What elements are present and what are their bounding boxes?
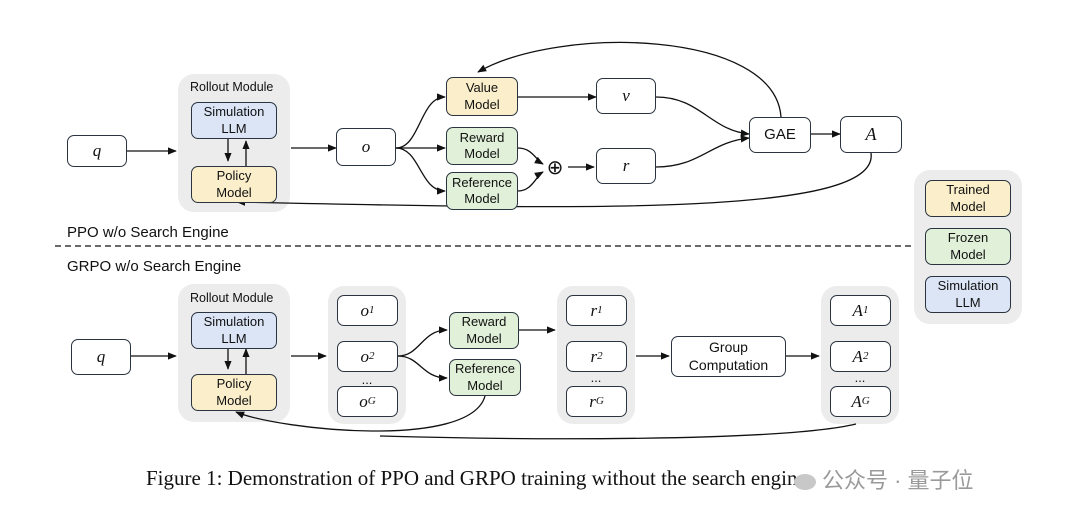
grpo-simulation-llm-box: Simulation LLM [191, 312, 277, 349]
ppo-o-to-value-arrow [395, 93, 446, 149]
grpo-o2-to-reference-arrow [397, 355, 448, 382]
ppo-v-to-gae-arrow [655, 96, 750, 137]
ppo-o-to-reference-arrow [395, 147, 446, 195]
ppo-policy-model-box: Policy Model [191, 166, 277, 203]
grpo-r-ellipsis: ... [590, 370, 602, 385]
grpo-rollout-title: Rollout Module [190, 291, 274, 305]
grpo-q-box: q [71, 339, 131, 375]
ppo-r-to-gae-arrow [655, 135, 750, 168]
grpo-o-ellipsis: ... [361, 372, 373, 387]
ppo-r-box: r [596, 148, 656, 184]
ppo-oplus-symbol: ⊕ [547, 155, 564, 179]
watermark: 公众号 · 量子位 [794, 463, 974, 495]
grpo-o2-to-reward-arrow [397, 326, 448, 357]
figure-caption: Figure 1: Demonstration of PPO and GRPO … [146, 466, 813, 490]
ppo-reference-model-box: Reference Model [446, 172, 518, 210]
ppo-value-model-box: Value Model [446, 77, 518, 116]
ppo-reward-model-box: Reward Model [446, 127, 518, 165]
ppo-gae-to-value-feedback-arrow [477, 41, 782, 118]
grpo-policy-model-box: Policy Model [191, 374, 277, 411]
grpo-a-ellipsis: ... [854, 370, 866, 385]
grpo-a-to-policy-feedback-line [379, 423, 857, 440]
legend-frozen-model: Frozen Model [925, 228, 1011, 265]
legend-simulation-llm: Simulation LLM [925, 276, 1011, 313]
ppo-o-box: o [336, 128, 396, 166]
wechat-icon [794, 474, 816, 491]
grpo-group-computation-box: Group Computation [671, 336, 786, 377]
legend-trained-model: Trained Model [925, 180, 1011, 217]
grpo-section-label: GRPO w/o Search Engine [67, 258, 242, 275]
ppo-a-to-policy-feedback-arrow [236, 152, 872, 208]
grpo-reference-model-box: Reference Model [449, 359, 521, 396]
ppo-q-box: q [67, 135, 127, 167]
ppo-a-box: A [840, 116, 902, 153]
ppo-gae-box: GAE [749, 117, 811, 153]
ppo-simulation-llm-box: Simulation LLM [191, 102, 277, 139]
ppo-reference-to-oplus-arrow [517, 171, 544, 192]
grpo-reference-to-policy-feedback-arrow [235, 395, 486, 432]
ppo-section-label: PPO w/o Search Engine [67, 224, 229, 241]
ppo-reward-to-oplus-arrow [517, 147, 544, 165]
grpo-reward-model-box: Reward Model [449, 312, 519, 349]
ppo-rollout-title: Rollout Module [190, 80, 274, 94]
ppo-v-box: v [596, 78, 656, 114]
